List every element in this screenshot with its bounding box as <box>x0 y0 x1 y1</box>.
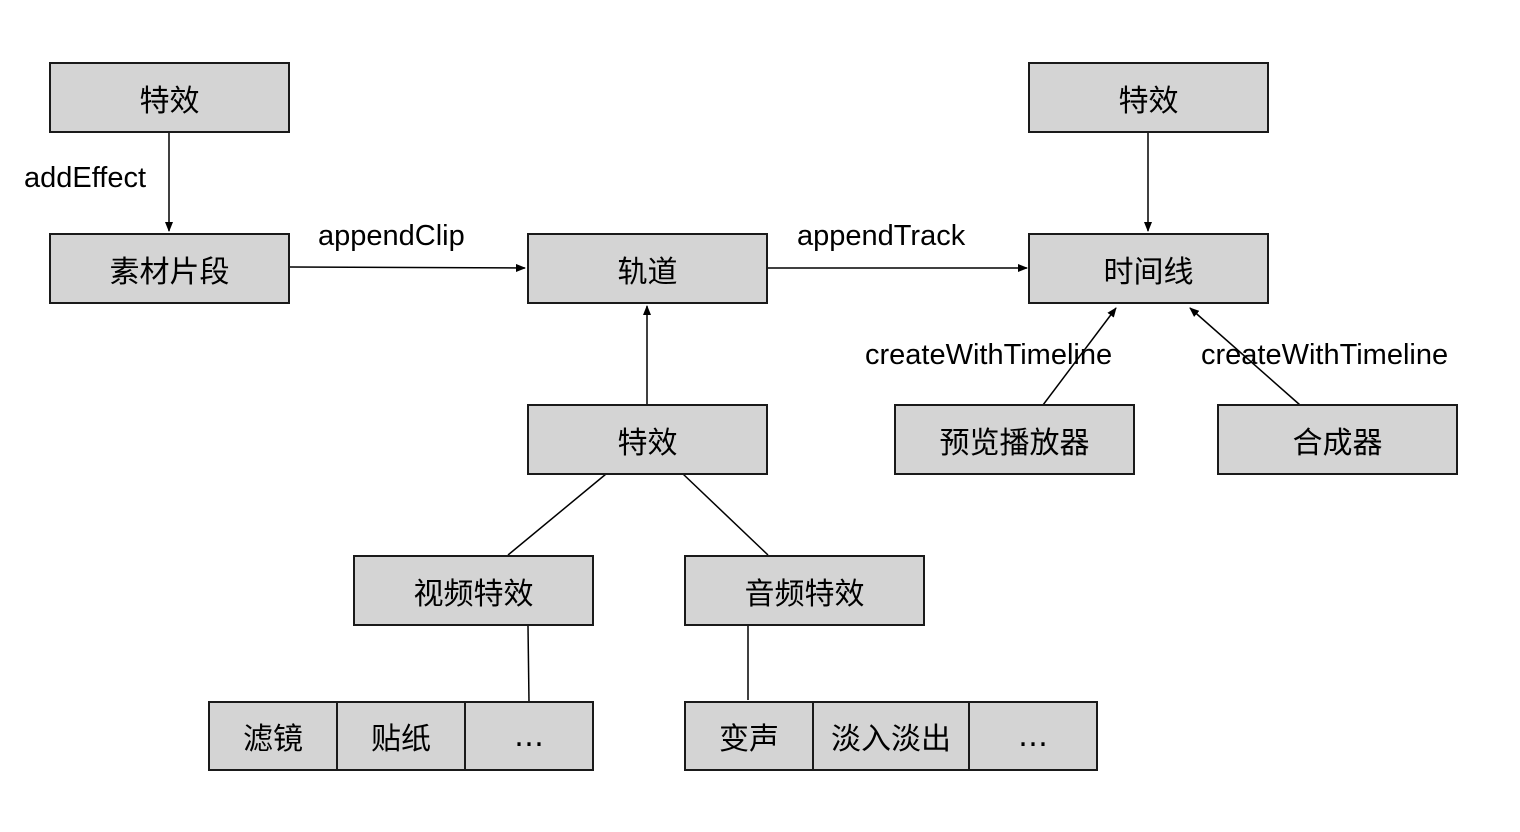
audio-effect-node: 音频特效 <box>684 555 925 626</box>
track-node: 轨道 <box>527 233 768 304</box>
edge-effect-to-audio-effect <box>682 473 769 556</box>
effect-node-top-left: 特效 <box>49 62 290 133</box>
audio-child-fade: 淡入淡出 <box>812 701 970 771</box>
effect-node-top-right: 特效 <box>1028 62 1269 133</box>
video-child-more: … <box>464 701 594 771</box>
label-append-clip: appendClip <box>318 220 465 252</box>
edge-preview-to-timeline <box>1042 307 1117 406</box>
edge-clip-to-track <box>289 263 526 272</box>
audio-child-voice-change: 变声 <box>684 701 814 771</box>
video-child-sticker: 贴纸 <box>336 701 466 771</box>
clip-node: 素材片段 <box>49 233 290 304</box>
audio-child-more: … <box>968 701 1098 771</box>
timeline-node: 时间线 <box>1028 233 1269 304</box>
label-create-with-timeline-preview: createWithTimeline <box>865 339 1113 371</box>
edge-compositor-to-timeline <box>1189 307 1301 406</box>
label-append-track: appendTrack <box>797 220 966 252</box>
preview-player-node: 预览播放器 <box>894 404 1135 475</box>
label-create-with-timeline-compositor: createWithTimeline <box>1201 339 1449 371</box>
edge-effect-to-video-effect <box>507 473 607 556</box>
video-effect-children: 滤镜 贴纸 … <box>208 701 594 771</box>
edge-video-effect-to-children <box>527 625 530 703</box>
compositor-node: 合成器 <box>1217 404 1458 475</box>
audio-effect-children: 变声 淡入淡出 … <box>684 701 1098 771</box>
video-child-filter: 滤镜 <box>208 701 338 771</box>
effect-node-middle: 特效 <box>527 404 768 475</box>
label-add-effect: addEffect <box>24 162 147 194</box>
video-effect-node: 视频特效 <box>353 555 594 626</box>
